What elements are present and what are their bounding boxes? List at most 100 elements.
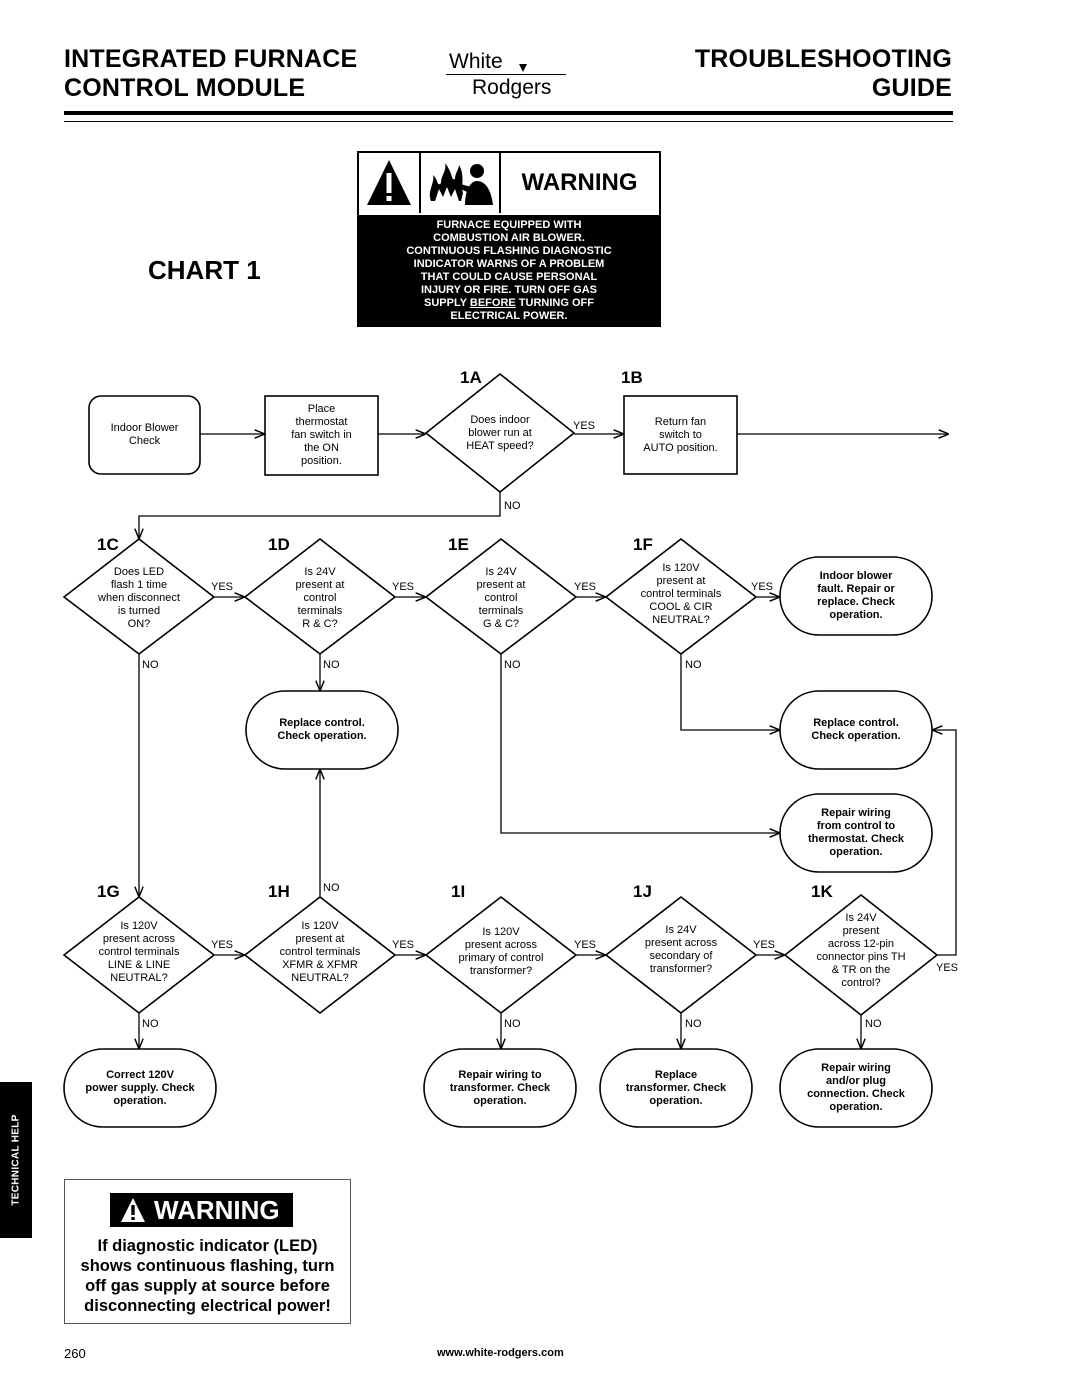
- warning-line: ELECTRICAL POWER.: [450, 310, 568, 322]
- step-label-1D: 1D: [268, 535, 290, 554]
- yes-label-1K: YES: [936, 962, 959, 974]
- node-line: Repair wiring: [821, 807, 891, 819]
- warning-line: INJURY OR FIRE. TURN OFF GAS: [420, 284, 597, 296]
- header-title-left: INTEGRATED FURNACE CONTROL MODULE: [64, 45, 357, 103]
- step-label-1C: 1C: [97, 535, 119, 554]
- header-right-line2: GUIDE: [871, 74, 952, 102]
- node-line: AUTO position.: [643, 441, 718, 454]
- node-line: Replace control.: [813, 717, 899, 729]
- node-line: terminals: [478, 604, 524, 617]
- technical-help-tab: TECHNICAL HELP: [0, 1082, 32, 1238]
- yes-label-1F: YES: [751, 581, 774, 593]
- node-line: Is 24V: [485, 565, 517, 578]
- node-line: control?: [841, 977, 881, 989]
- logo-triangle-icon: [519, 64, 527, 72]
- yes-label-1C: YES: [211, 581, 234, 593]
- node-line: Place: [307, 403, 336, 415]
- yes-label-1A: YES: [573, 420, 596, 432]
- step-label-1B: 1B: [621, 368, 643, 387]
- node-line: present at: [295, 932, 345, 945]
- node-line: Is 24V: [304, 565, 336, 578]
- no-label-1J: NO: [685, 1018, 702, 1030]
- node-line: present across: [464, 939, 538, 951]
- node-line: Is 120V: [662, 561, 700, 574]
- node-line: present: [842, 925, 880, 937]
- step-label-1K: 1K: [811, 882, 833, 901]
- node-line: blower run at: [468, 426, 532, 439]
- warning-message-line: If diagnostic indicator (LED): [97, 1237, 318, 1255]
- node-line: Repair wiring to: [458, 1068, 542, 1081]
- node-line: Check operation.: [277, 730, 367, 742]
- node-line: across 12-pin: [827, 938, 895, 950]
- node-line: present across: [102, 932, 176, 945]
- step-label-1E: 1E: [448, 535, 469, 554]
- no-label-1A: NO: [504, 500, 521, 512]
- node-line: ON?: [127, 617, 151, 630]
- step-label-1G: 1G: [97, 882, 120, 901]
- node-line: operation.: [829, 846, 883, 858]
- node-line: the ON: [304, 442, 339, 454]
- step-label-1F: 1F: [633, 535, 653, 554]
- fire-hazard-icon: [421, 153, 501, 213]
- arrow-1F-no: [680, 654, 779, 730]
- no-label-1E: NO: [504, 659, 521, 671]
- diamond-1H: [243, 895, 397, 1015]
- node-line: NEUTRAL?: [652, 613, 710, 626]
- replace-control-text-2: Replace control.Check operation.: [780, 691, 932, 769]
- yes-label-1I: YES: [574, 939, 597, 951]
- node-line: Indoor blower: [819, 570, 893, 582]
- arrow-1A-no: [139, 492, 501, 538]
- warning-message-line: shows continuous flashing, turn: [80, 1257, 335, 1275]
- warning-label-top: WARNING FURNACE EQUIPPED WITH COMBUSTION…: [357, 151, 661, 327]
- node-line: Check: [128, 435, 161, 447]
- warning-triangle-icon: [121, 1198, 145, 1222]
- node-line: transformer. Check: [449, 1081, 551, 1094]
- node-line: Replace: [654, 1068, 698, 1081]
- node-line: Is 24V: [845, 912, 877, 924]
- step-label-1H: 1H: [268, 882, 290, 901]
- step-label-1I: 1I: [451, 882, 466, 901]
- header-title-right: TROUBLESHOOTING GUIDE: [695, 45, 952, 103]
- warning-message: If diagnostic indicator (LED) shows cont…: [65, 1236, 350, 1316]
- node-line: present at: [476, 578, 526, 591]
- no-label-1C: NO: [142, 659, 159, 671]
- node-line: when disconnect: [98, 591, 180, 604]
- repair-plug-pill: [779, 1048, 933, 1128]
- warning-line: FURNACE EQUIPPED WITH: [436, 219, 582, 231]
- return-fan-box: [623, 395, 738, 475]
- node-line: primary of control: [458, 952, 544, 964]
- node-line: Is 120V: [120, 919, 158, 932]
- warning-body: FURNACE EQUIPPED WITH COMBUSTION AIR BLO…: [359, 219, 659, 323]
- no-label-1G: NO: [142, 1018, 159, 1030]
- node-line: Is 120V: [482, 926, 520, 938]
- warning-line: CONTINUOUS FLASHING DIAGNOSTIC: [406, 245, 612, 257]
- white-rodgers-logo: White Rodgers: [446, 50, 568, 102]
- node-line: HEAT speed?: [466, 439, 534, 452]
- node-line: R & C?: [302, 617, 338, 630]
- node-line: and/or plug: [826, 1075, 886, 1087]
- warning-word: WARNING: [521, 169, 638, 196]
- node-line: G & C?: [482, 617, 520, 630]
- no-label-1I: NO: [504, 1018, 521, 1030]
- step-label-1J: 1J: [633, 882, 652, 901]
- arrow-1E-no: [500, 654, 779, 833]
- node-line: control terminals: [279, 945, 361, 958]
- warning-line: COMBUSTION AIR BLOWER.: [433, 232, 585, 244]
- footer-url[interactable]: www.white-rodgers.com: [437, 1347, 564, 1359]
- start-box: [88, 395, 201, 475]
- node-line: position.: [301, 455, 342, 467]
- replace-xfmr-pill: [599, 1048, 753, 1128]
- node-line: LINE & LINE: [107, 958, 171, 971]
- node-line: control: [484, 591, 518, 604]
- no-label-1D: NO: [323, 659, 340, 671]
- header-rule-thin: [64, 121, 953, 122]
- warning-line7-post: TURNING OFF: [515, 297, 594, 309]
- warning-label-header: WARNING: [359, 153, 659, 215]
